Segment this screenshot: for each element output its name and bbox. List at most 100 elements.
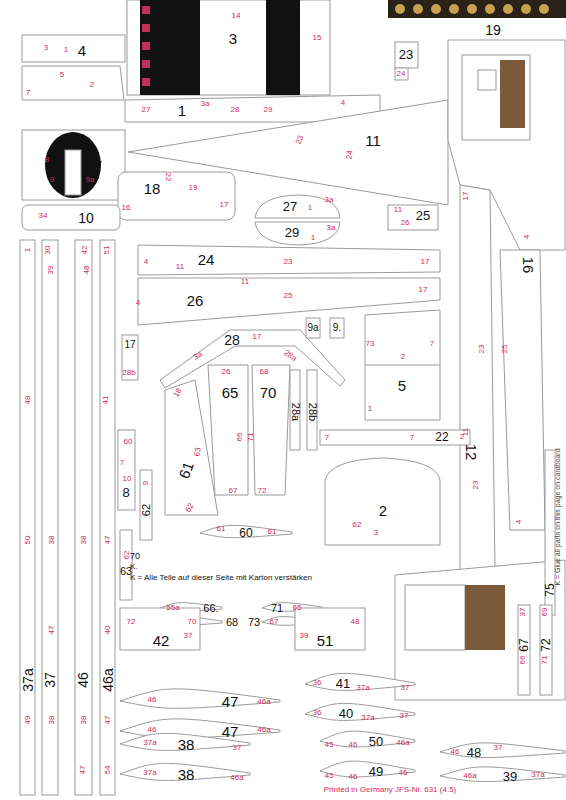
part-number: 39: [503, 770, 517, 783]
glue-tab-number: 3a: [327, 224, 336, 232]
tab-mark: [142, 6, 150, 14]
part-outline: [320, 430, 470, 445]
glue-tab-number: 69: [541, 608, 549, 617]
glue-tab-number: 9a: [86, 176, 95, 184]
part-number: 23: [399, 48, 413, 61]
glue-tab-number: 46: [451, 748, 460, 756]
glue-tab-number: 7: [410, 434, 414, 442]
part-number: 73: [248, 617, 260, 628]
gauge: [413, 4, 423, 14]
glue-tab-number: 19: [189, 184, 198, 192]
rib-outline: [320, 761, 415, 777]
glue-tab-number: 28: [231, 106, 240, 114]
glue-tab-number: 72: [258, 487, 267, 495]
part-number: 2: [379, 503, 387, 518]
part-number: 19: [485, 23, 501, 37]
glue-tab-number: 62: [123, 551, 131, 560]
part-number: 28b: [307, 403, 318, 421]
glue-tab-number: 37: [494, 744, 503, 752]
glue-tab-number: 23: [472, 481, 480, 490]
part-outline: [395, 42, 418, 68]
glue-tab-number: 37a: [361, 714, 374, 722]
glue-tab-number: 46a: [230, 774, 243, 782]
rib-outline: [320, 731, 415, 747]
part-number: 70: [260, 385, 277, 400]
part-outline: [252, 365, 290, 495]
part-outline: [118, 172, 235, 220]
glue-tab-number: 36: [313, 709, 322, 717]
glue-tab-number: 37a: [143, 769, 156, 777]
gauge: [431, 4, 441, 14]
part-number: 4: [78, 43, 86, 58]
part-number: 24: [198, 252, 215, 267]
glue-tab-number: 48: [24, 396, 32, 405]
glue-tab-number: 48: [83, 266, 91, 275]
instrument-panel: [388, 0, 566, 18]
part-number: 25: [416, 209, 430, 222]
glue-tab-number: 4: [144, 258, 148, 266]
glue-tab-number: 68: [260, 368, 269, 376]
glue-tab-number: 54: [104, 766, 112, 775]
glue-tab-number: 70: [188, 618, 197, 626]
glue-tab-number: 38: [80, 536, 88, 545]
glue-tab-number: 3: [374, 529, 378, 537]
part-number: 47: [222, 724, 239, 739]
part-number: 12: [464, 444, 479, 461]
glue-tab-number: 2: [460, 433, 464, 441]
rib-outline: [305, 703, 415, 720]
glue-tab-number: 41: [102, 396, 110, 405]
part-number: 41: [336, 677, 350, 690]
part-number: 5: [398, 378, 406, 393]
part-outline: [42, 240, 58, 795]
slot: [65, 150, 81, 195]
part-outline: [120, 608, 200, 650]
glue-tab-number: 71: [247, 433, 255, 442]
glue-tab-number: 17: [421, 258, 430, 266]
note-text: K.: [130, 563, 138, 571]
part-outline: [306, 318, 320, 338]
glue-tab-number: 66: [519, 656, 527, 665]
part-number: 18: [144, 181, 161, 196]
glue-tab-number: 37: [184, 632, 193, 640]
glue-tab-number: 1: [64, 46, 68, 54]
part-number: 40: [339, 707, 353, 720]
glue-tab-number: 26: [401, 219, 410, 227]
part-outline: [22, 66, 124, 100]
part-number: 38: [178, 767, 195, 782]
glue-tab-number: 51: [103, 246, 111, 255]
glue-tab-number: 10: [123, 475, 132, 483]
note-heading: 70: [130, 552, 140, 561]
glue-tab-number: 9: [50, 176, 54, 184]
glue-tab-number: 47: [104, 716, 112, 725]
part-number: 7: [94, 158, 102, 173]
glue-tab-number: 49: [24, 716, 32, 725]
glue-tab-number: 26: [222, 368, 231, 376]
glue-tab-number: 37: [233, 744, 242, 752]
glue-tab-number: 46a: [463, 772, 476, 780]
part-outline: [395, 560, 565, 700]
part-outline: [165, 380, 218, 515]
part-number: 10: [78, 211, 94, 225]
part-outline: [100, 240, 115, 795]
part-number: 22: [435, 431, 448, 443]
glue-tab-number: 25: [501, 345, 509, 354]
glue-tab-number: 25: [284, 292, 293, 300]
glue-tab-number: 7: [120, 459, 124, 467]
part-outline: [22, 130, 125, 200]
glue-tab-number: 62: [353, 521, 362, 529]
glue-tab-number: 3: [44, 44, 48, 52]
part-outline: [138, 245, 440, 275]
glue-tab-number: 8: [45, 156, 49, 164]
part-number: 9a: [307, 323, 318, 333]
part-number: 16: [521, 257, 536, 274]
glue-tab-number: 3a: [325, 196, 334, 204]
glue-tab-number: 15: [313, 34, 322, 42]
glue-tab-number: 4: [515, 520, 523, 524]
glue-tab-number: 38: [48, 716, 56, 725]
glue-tab-number: 60: [124, 438, 133, 446]
glue-tab-number: 23: [284, 258, 293, 266]
glue-tab-number: 7: [325, 434, 329, 442]
print-imprint: K = Glue all parts on this page on cardb…: [554, 448, 561, 585]
glue-tab-number: 1: [311, 234, 315, 242]
